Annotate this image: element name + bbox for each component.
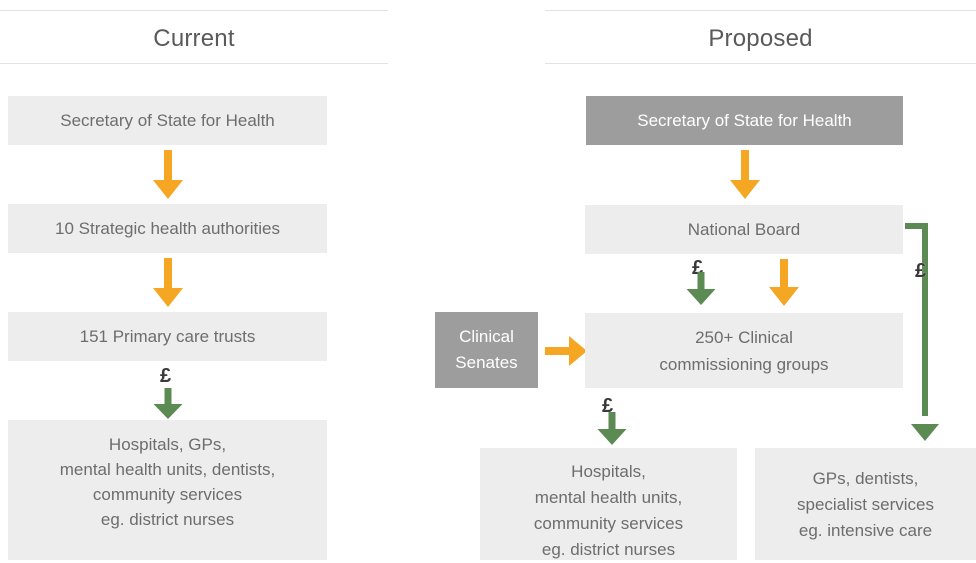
node-proposed-gps[interactable]: GPs, dentists, specialist services eg. i… xyxy=(755,448,976,560)
node-label-line: eg. district nurses xyxy=(100,510,235,529)
arrow-orange-sos-to-national-board xyxy=(722,150,768,200)
node-label-line: GPs, dentists, xyxy=(812,469,919,488)
current-header-rule-top xyxy=(0,10,388,11)
node-label-line: specialist services xyxy=(797,495,934,514)
arrow-orange-sha-to-pct xyxy=(145,258,191,308)
arrow-green-national-board-to-gps xyxy=(903,222,963,444)
node-label-line: mental health units, xyxy=(534,488,683,507)
column-title-current: Current xyxy=(153,25,235,52)
node-proposed-hospitals[interactable]: Hospitals, mental health units, communit… xyxy=(480,448,737,560)
arrow-green-ccg-to-hospitals xyxy=(590,412,634,446)
node-label-line: Secretary of State for Health xyxy=(637,111,852,130)
node-label-line: 151 Primary care trusts xyxy=(79,327,256,346)
node-label-line: Secretary of State for Health xyxy=(60,111,275,130)
node-label-line: eg. district nurses xyxy=(541,540,676,559)
current-header-rule-bottom xyxy=(0,63,388,64)
node-current-secretary-of-state[interactable]: Secretary of State for Health xyxy=(8,96,327,145)
node-label-line: 250+ Clinical xyxy=(695,327,793,347)
node-current-providers[interactable]: Hospitals, GPs, mental health units, den… xyxy=(8,420,327,560)
arrow-orange-sos-to-sha xyxy=(145,150,191,200)
arrow-orange-senates-to-ccg xyxy=(545,332,589,370)
node-label-line: National Board xyxy=(687,220,801,239)
node-label-line: 10 Strategic health authorities xyxy=(55,219,280,238)
node-label-line: community services xyxy=(92,485,243,504)
node-current-primary-care-trusts[interactable]: 151 Primary care trusts xyxy=(8,312,327,361)
node-proposed-secretary-of-state[interactable]: Secretary of State for Health xyxy=(586,96,903,145)
money-symbol-pct-to-providers: £ xyxy=(160,365,172,387)
proposed-header-rule-top xyxy=(545,10,976,11)
node-label-line: eg. intensive care xyxy=(798,521,933,540)
node-proposed-ccg[interactable]: 250+ Clinical commissioning groups xyxy=(585,313,903,388)
node-label-line: Hospitals, GPs, xyxy=(108,435,227,454)
money-symbol-national-board-to-gps: £ xyxy=(915,260,927,282)
node-label-line: Senates xyxy=(455,353,518,372)
node-label-line: community services xyxy=(533,514,684,533)
node-label-line: mental health units, dentists, xyxy=(59,460,276,479)
node-current-strategic-health-authorities[interactable]: 10 Strategic health authorities xyxy=(8,204,327,253)
proposed-header-rule-bottom xyxy=(545,63,976,64)
money-symbol-national-board-to-ccg: £ xyxy=(692,257,704,279)
node-label-line: commissioning groups xyxy=(659,354,829,374)
node-label-line: Hospitals, xyxy=(571,462,646,481)
arrow-green-pct-to-providers xyxy=(146,388,190,420)
node-proposed-national-board[interactable]: National Board xyxy=(585,205,903,254)
arrow-green-national-board-to-ccg xyxy=(679,272,723,306)
node-label-line: Clinical xyxy=(459,327,514,346)
node-proposed-clinical-senates[interactable]: Clinical Senates xyxy=(435,312,538,388)
money-symbol-ccg-to-hospitals: £ xyxy=(602,395,614,417)
diagram-canvas: Current Proposed Secretary of State for … xyxy=(0,10,976,560)
column-title-proposed: Proposed xyxy=(708,25,813,52)
arrow-orange-national-board-to-ccg xyxy=(762,259,806,307)
